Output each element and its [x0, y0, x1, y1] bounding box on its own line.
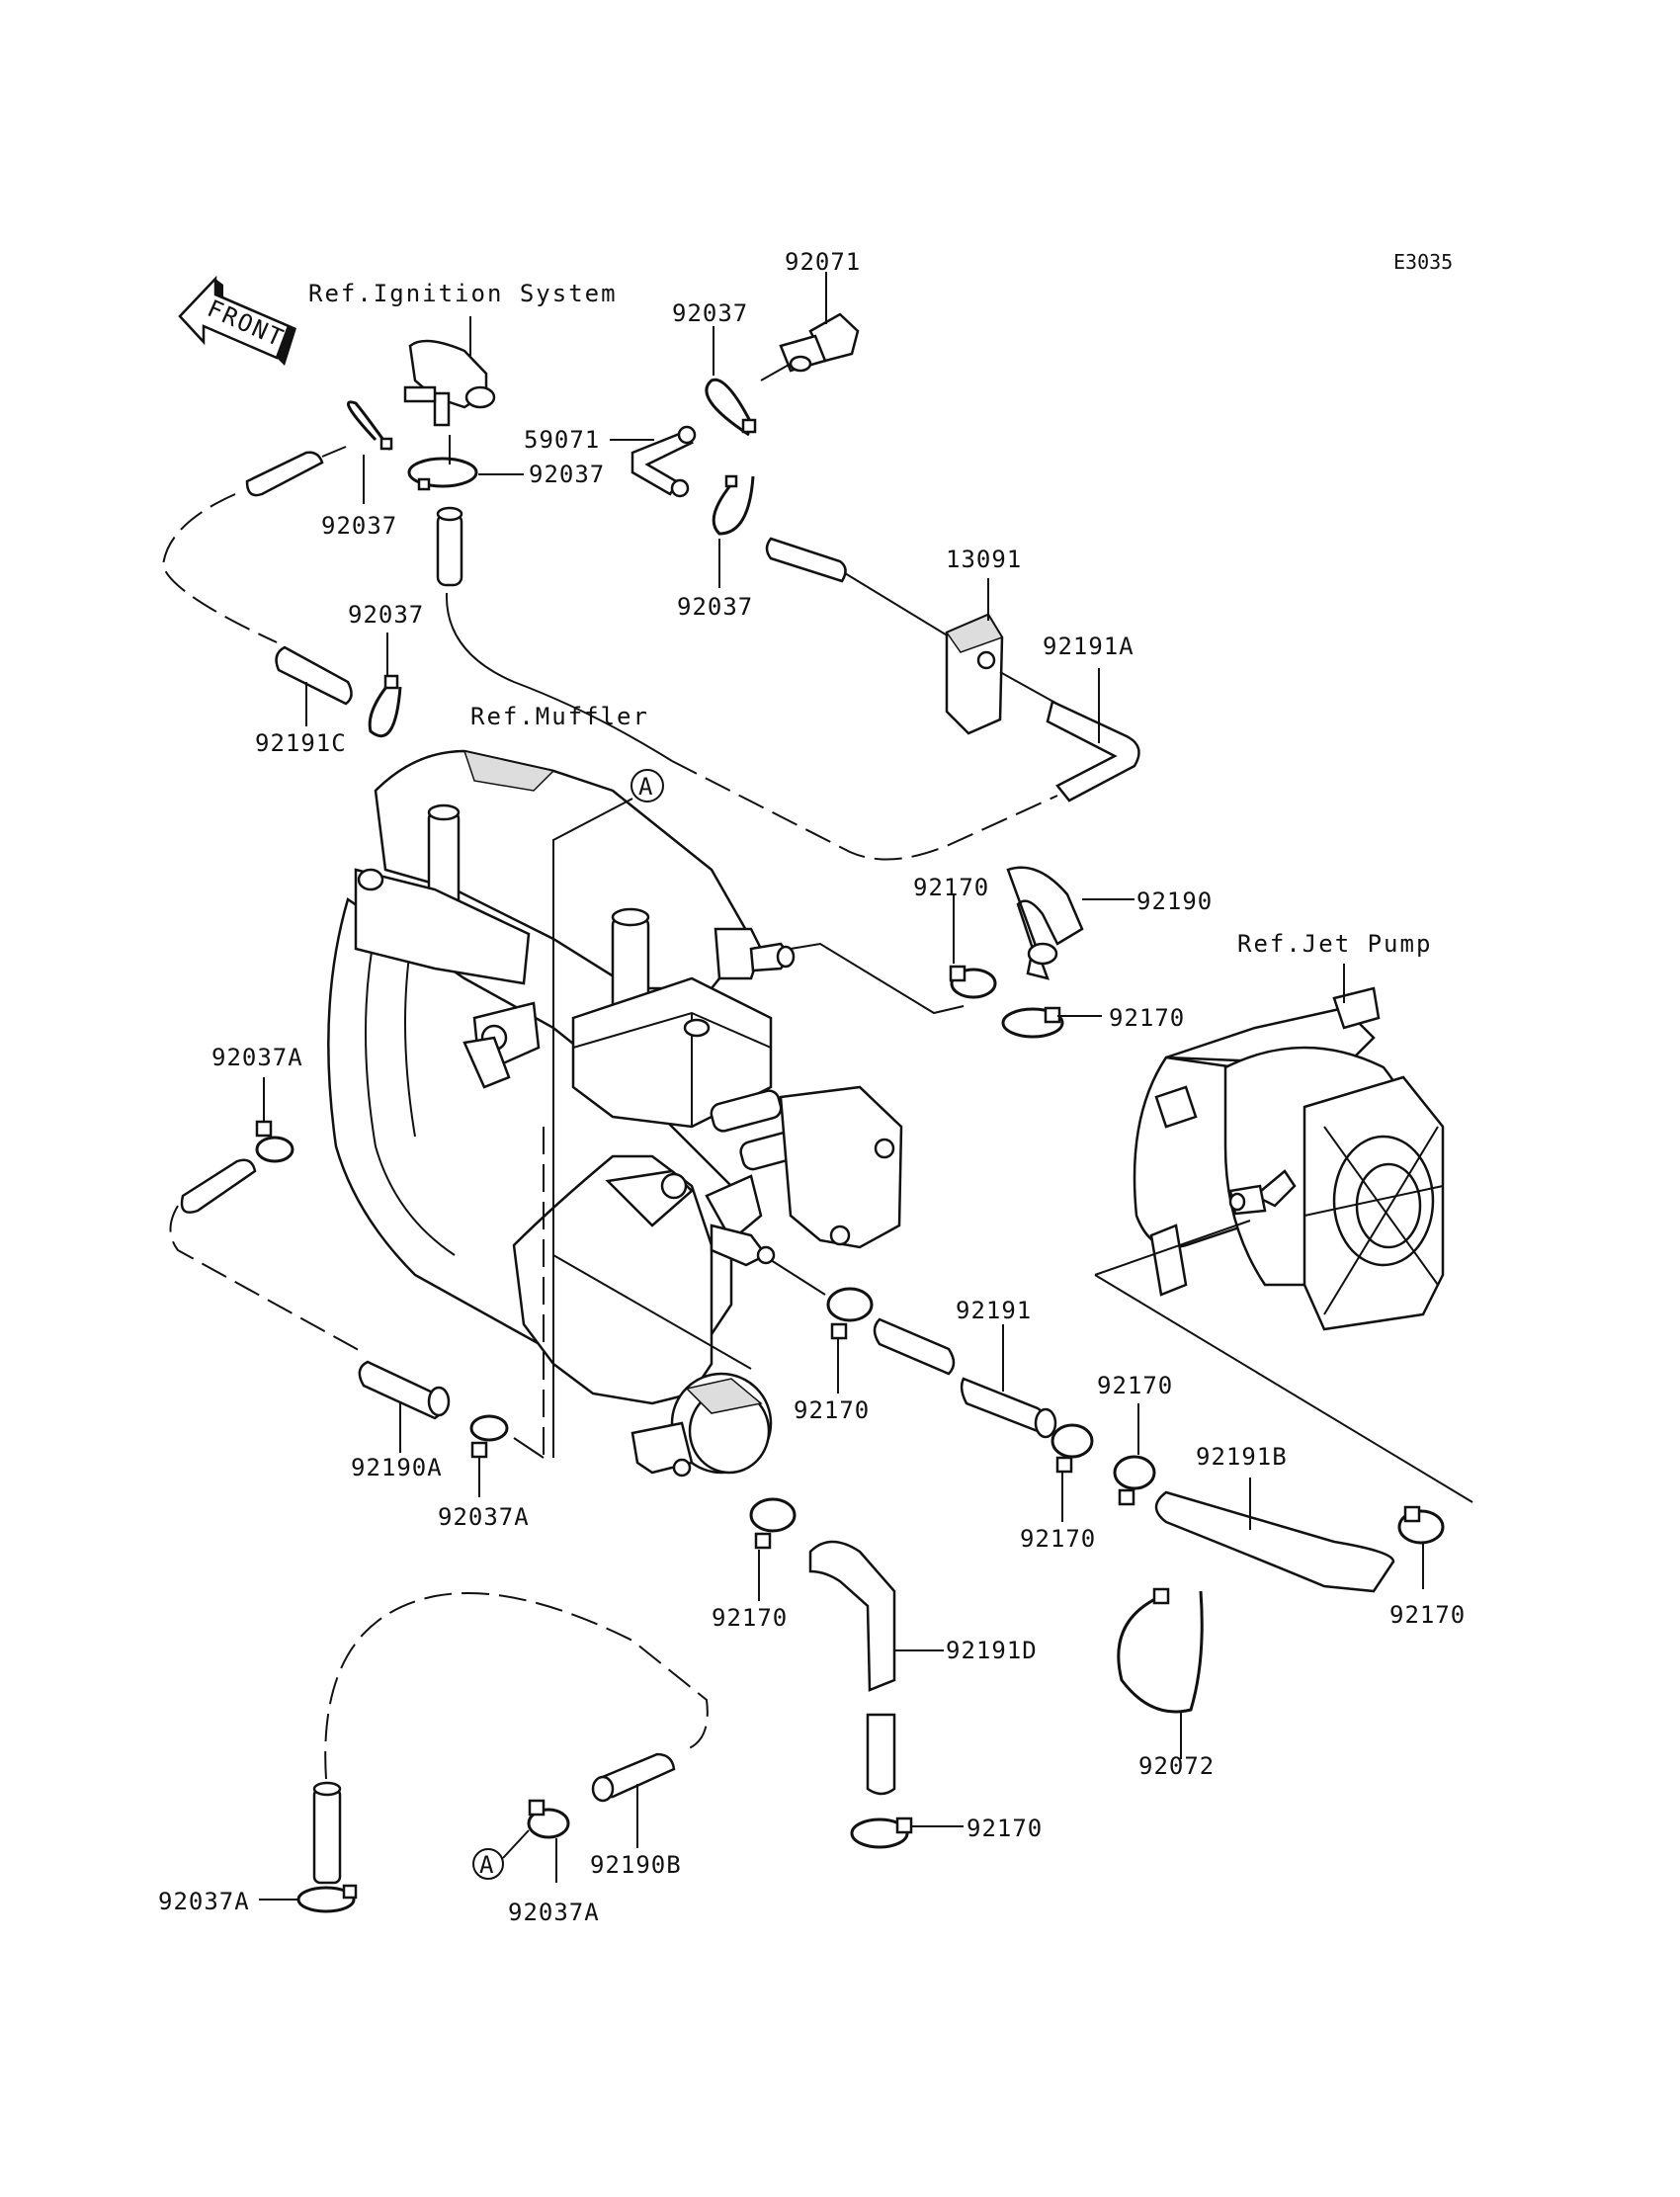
clamp-92170-lower-center [749, 1497, 797, 1601]
clamp-92170-right-a [1050, 1423, 1094, 1522]
hose-92190B [591, 1752, 676, 1848]
filter-13091 [945, 578, 1063, 735]
label-92170-far-right: 92170 [1389, 1601, 1466, 1629]
routing-line-left-lower [169, 1205, 367, 1355]
ref-jet-pump: Ref.Jet Pump [1237, 930, 1432, 958]
hose-92191 [873, 1317, 1057, 1439]
marker-a-bottom: A [472, 1829, 530, 1880]
clamp-92037A-bottom-left [259, 1884, 358, 1913]
routing-line-to-92191A [671, 760, 1058, 861]
label-92191: 92191 [956, 1297, 1032, 1324]
ref-ignition-system: Ref.Ignition System [308, 280, 618, 307]
routing-line-left-top [161, 493, 278, 643]
hose-92190A [358, 1360, 451, 1453]
clip-92037-left [346, 400, 393, 504]
routing-line-muffler [445, 592, 673, 762]
label-92072: 92072 [1138, 1752, 1215, 1780]
fitting-92071 [760, 272, 860, 381]
clip-92037-below-elbow [712, 474, 755, 588]
clamp-92037A-lower [469, 1414, 545, 1497]
hose-left-mid [180, 1158, 257, 1214]
diagram-code: E3035 [1393, 250, 1453, 274]
leader-muffler-outlet [552, 1254, 752, 1370]
label-92190A: 92190A [351, 1454, 443, 1481]
clamp-92170-upper-a [949, 894, 997, 999]
clip-92037-middle-left [368, 633, 402, 738]
elbow-59071 [610, 425, 697, 498]
clamp-92037A-bottom-center [527, 1799, 570, 1883]
routing-line-bottom [324, 1592, 709, 1780]
band-92072 [1117, 1587, 1204, 1759]
label-92191B: 92191B [1196, 1443, 1288, 1471]
label-92037-top: 92037 [672, 299, 748, 327]
label-92170-lower-center: 92170 [712, 1604, 788, 1632]
muffler-assembly [327, 749, 903, 1478]
label-92191D: 92191D [946, 1637, 1038, 1664]
ref-muffler: Ref.Muffler [470, 703, 649, 730]
hose-92191D [808, 1540, 944, 1796]
clamp-92170-bottom [850, 1817, 964, 1849]
clamp-92170-center [826, 1287, 874, 1394]
clip-92037-under-ignition [407, 435, 524, 491]
marker-a-top: A [552, 769, 664, 1458]
hose-92191A [1046, 668, 1140, 803]
label-92170-right-b: 92170 [1097, 1372, 1173, 1399]
label-92037-below-elbow: 92037 [677, 593, 753, 621]
leader-valve-to-clamp [790, 942, 965, 1015]
hose-vertical-ignition [436, 506, 463, 587]
hose-92191C [275, 645, 353, 726]
clamp-92170-far-right [1397, 1505, 1445, 1589]
label-92170-center: 92170 [794, 1396, 870, 1424]
hose-top-left [245, 446, 347, 497]
label-92037A-left-mid: 92037A [211, 1044, 303, 1071]
label-92191C: 92191C [255, 729, 347, 757]
label-92170-upper-a: 92170 [913, 874, 989, 901]
label-92037-under-ignition: 92037 [529, 461, 605, 488]
label-92037A-bottom-center: 92037A [508, 1899, 600, 1926]
label-92190B: 92190B [590, 1851, 682, 1879]
clamp-92170-right-b [1113, 1403, 1156, 1506]
label-92170-right-a: 92170 [1020, 1525, 1096, 1553]
label-59071: 59071 [524, 426, 600, 454]
label-92071: 92071 [785, 248, 861, 276]
label-92170-bottom: 92170 [966, 1815, 1043, 1842]
hose-92191B [1154, 1478, 1395, 1593]
hose-bottom-left-vertical [312, 1781, 342, 1885]
front-arrow-icon: FRONT [178, 275, 296, 366]
jet-pump [1094, 964, 1473, 1503]
label-92037-left: 92037 [321, 512, 397, 540]
label-92170-upper-b: 92170 [1109, 1004, 1185, 1032]
clip-92037-top-right [705, 326, 757, 437]
label-92037A-bottom-left: 92037A [158, 1888, 250, 1915]
svg-text:A: A [638, 773, 653, 801]
label-92037-middle-left: 92037 [348, 601, 424, 629]
label-13091: 13091 [946, 546, 1022, 573]
clamp-92170-upper-b [1001, 1006, 1102, 1039]
clamp-92037A-left-mid [255, 1077, 294, 1163]
svg-text:A: A [479, 1851, 494, 1879]
hose-to-filter [765, 537, 960, 643]
label-92037A-lower: 92037A [438, 1503, 530, 1531]
label-92190: 92190 [1136, 887, 1213, 915]
hose-92190 [1006, 866, 1134, 980]
leader-valve-to-92170 [770, 1259, 826, 1296]
label-92191A: 92191A [1043, 633, 1134, 660]
ignition-fitting [403, 316, 496, 427]
